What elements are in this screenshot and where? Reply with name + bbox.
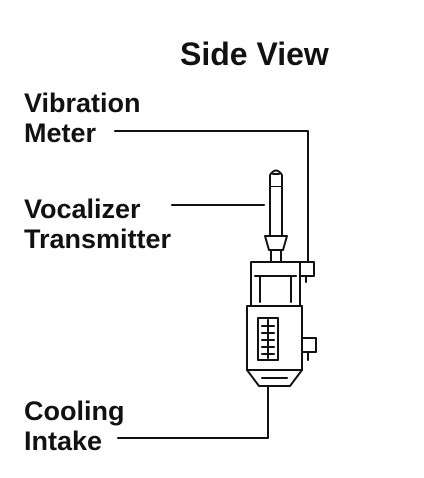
upper-body-shape <box>250 261 315 307</box>
label-vocalizer-transmitter: Vocalizer Transmitter <box>24 194 171 254</box>
label-vibration-meter-line1: Vibration <box>24 88 141 118</box>
label-cooling-intake-line1: Cooling <box>24 396 125 426</box>
label-vibration-meter-line2: Meter <box>24 118 97 148</box>
leader-line-vibration-meter <box>114 130 309 267</box>
label-vocalizer-transmitter-line2: Transmitter <box>24 224 172 254</box>
label-cooling-intake-line2: Intake <box>24 426 103 456</box>
lower-body-shape <box>246 305 317 387</box>
label-vibration-meter: Vibration Meter <box>24 88 141 148</box>
antenna-shape <box>264 169 288 263</box>
label-vocalizer-transmitter-line1: Vocalizer <box>24 194 141 224</box>
label-cooling-intake: Cooling Intake <box>24 396 124 456</box>
diagram-title: Side View <box>180 36 329 72</box>
leader-line-cooling-intake <box>117 385 269 439</box>
